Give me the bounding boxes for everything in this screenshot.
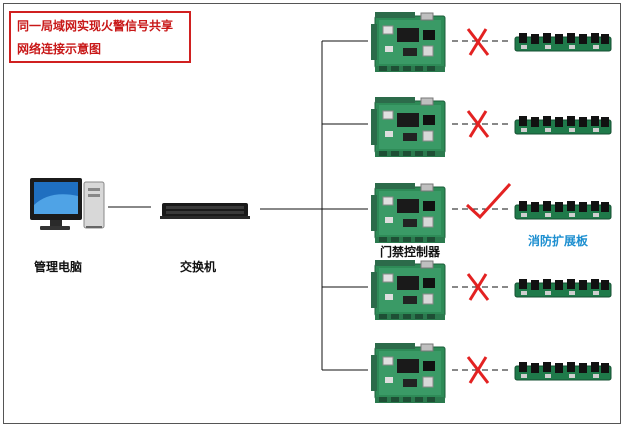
switch-label: 交换机	[180, 260, 217, 274]
title-box: 同一局域网实现火警信号共享 网络连接示意图	[9, 11, 191, 63]
title-line-1: 同一局域网实现火警信号共享	[17, 19, 174, 33]
row-4	[370, 259, 612, 321]
row-3	[370, 182, 612, 244]
network-links	[108, 40, 368, 371]
cross-icon	[466, 28, 490, 56]
cross-icon	[466, 110, 490, 138]
computer-icon	[30, 178, 105, 230]
check-icon	[465, 182, 512, 220]
title-line-2: 网络连接示意图	[17, 42, 102, 56]
expansion-board-icon	[514, 278, 612, 298]
controller-board-icon	[370, 11, 446, 73]
controller-board-icon	[370, 182, 446, 244]
row-2	[370, 96, 612, 158]
controller-board-icon	[370, 342, 446, 404]
expansion-label: 消防扩展板	[528, 234, 589, 248]
cross-icon	[466, 356, 490, 384]
controller-label: 门禁控制器	[380, 245, 441, 259]
computer-label: 管理电脑	[34, 260, 83, 274]
controller-board-icon	[370, 259, 446, 321]
expansion-board-icon	[514, 115, 612, 135]
expansion-board-icon	[514, 200, 612, 220]
row-5	[370, 342, 612, 404]
diagram-frame	[3, 3, 621, 424]
controller-board-icon	[370, 96, 446, 158]
cross-icon	[466, 273, 490, 301]
switch-icon	[160, 203, 250, 219]
row-1	[370, 11, 612, 73]
expansion-board-icon	[514, 361, 612, 381]
expansion-board-icon	[514, 32, 612, 52]
